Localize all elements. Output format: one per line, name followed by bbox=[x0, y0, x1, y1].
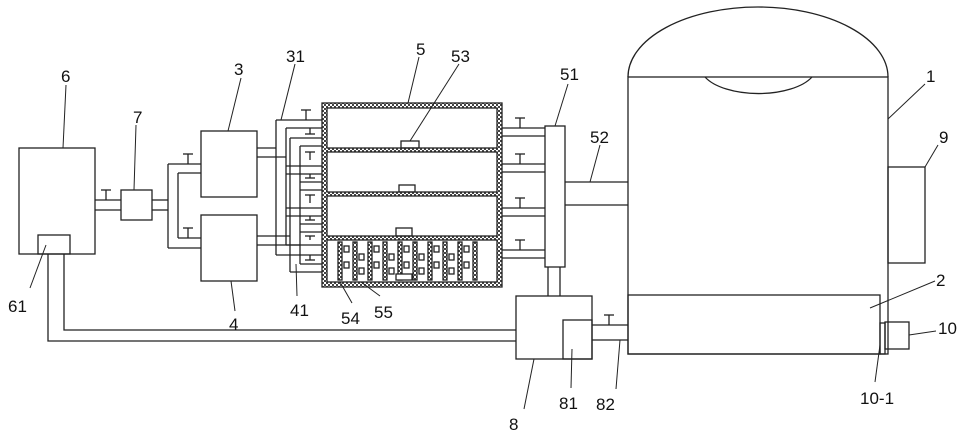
label-5: 5 bbox=[416, 40, 425, 59]
component-3-box bbox=[201, 131, 257, 197]
valve-to-3 bbox=[183, 154, 193, 164]
chamber-2 bbox=[327, 152, 497, 192]
component-4-box bbox=[201, 215, 257, 281]
label-10-1: 10-1 bbox=[860, 389, 894, 408]
component-1-dome bbox=[628, 7, 888, 77]
label-41: 41 bbox=[290, 301, 309, 320]
manifold-41 bbox=[290, 138, 322, 272]
component-8-box bbox=[516, 296, 592, 359]
label-7: 7 bbox=[133, 108, 142, 127]
component-61-box bbox=[38, 235, 70, 254]
component-6-box bbox=[19, 148, 95, 254]
component-7-box bbox=[121, 190, 152, 220]
label-10: 10 bbox=[938, 319, 957, 338]
label-51: 51 bbox=[560, 65, 579, 84]
label-9: 9 bbox=[939, 128, 948, 147]
label-53: 53 bbox=[451, 47, 470, 66]
valve-to-4 bbox=[183, 228, 193, 238]
chamber-1 bbox=[327, 108, 497, 148]
component-1-inner-dish bbox=[705, 77, 812, 94]
label-1: 1 bbox=[926, 67, 935, 86]
component-51-collector bbox=[545, 126, 565, 267]
label-31: 31 bbox=[286, 47, 305, 66]
label-4: 4 bbox=[229, 315, 238, 334]
label-82: 82 bbox=[596, 395, 615, 414]
component-9-box bbox=[888, 167, 925, 263]
label-61: 61 bbox=[8, 297, 27, 316]
left-inlet-valves bbox=[301, 110, 315, 260]
label-55: 55 bbox=[374, 303, 393, 322]
component-1-tank bbox=[628, 77, 888, 354]
component-2-box bbox=[628, 295, 880, 354]
label-81: 81 bbox=[559, 394, 578, 413]
outlet-pipes-51 bbox=[502, 118, 545, 258]
label-54: 54 bbox=[341, 309, 360, 328]
valve-82 bbox=[604, 315, 614, 325]
valve-6-7 bbox=[101, 190, 111, 200]
label-6: 6 bbox=[61, 67, 70, 86]
manifold-31 bbox=[276, 120, 322, 255]
component-81-box bbox=[563, 320, 592, 359]
label-2: 2 bbox=[936, 271, 945, 290]
label-8: 8 bbox=[509, 415, 518, 434]
component-10-1-connector bbox=[880, 323, 885, 354]
label-52: 52 bbox=[590, 128, 609, 147]
label-3: 3 bbox=[234, 60, 243, 79]
